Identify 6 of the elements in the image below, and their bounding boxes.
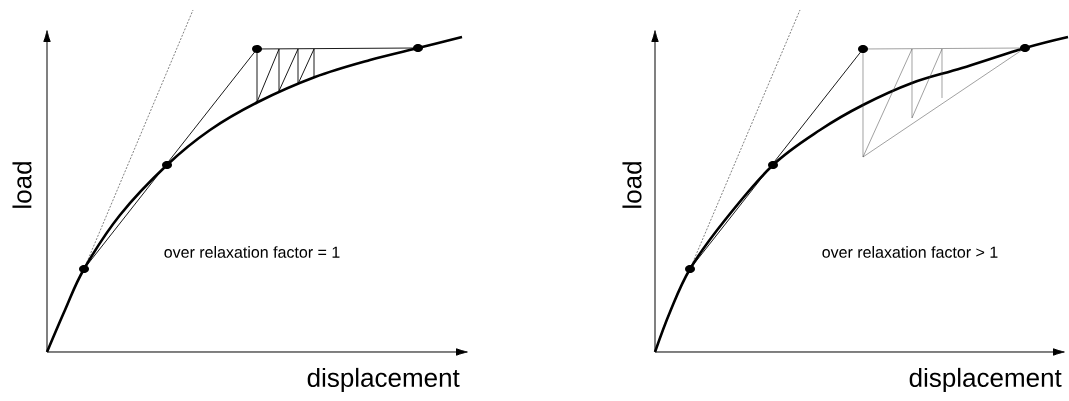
annotation-text: over relaxation factor > 1 <box>822 246 998 258</box>
axis-label: load <box>622 162 642 208</box>
axis-label: displacement <box>909 367 1062 393</box>
axis-label: load <box>12 162 32 208</box>
axis-label: displacement <box>307 367 460 393</box>
annotation-text: over relaxation factor = 1 <box>164 246 340 258</box>
